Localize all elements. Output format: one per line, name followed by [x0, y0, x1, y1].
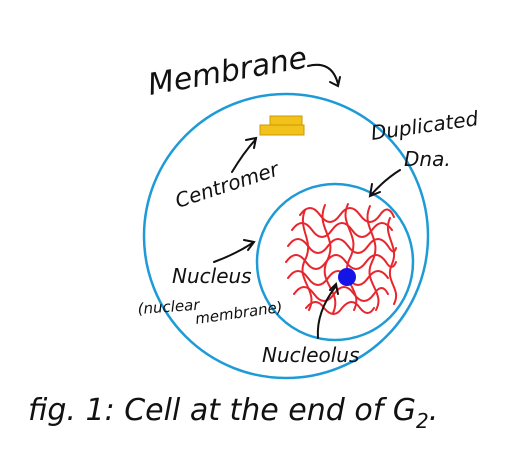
duplicated-dna-label-line2: Dna. [404, 147, 451, 171]
nucleolus [338, 268, 356, 286]
duplicated-dna [285, 203, 397, 315]
nuclear-membrane [255, 182, 415, 342]
nucleolus-arrow-icon [316, 281, 339, 339]
duplicated-dna-label-line1: Duplicated [369, 106, 480, 145]
figure-caption-period: . [429, 393, 439, 428]
cell-membrane [142, 92, 430, 380]
nucleus-label: Nucleus [172, 264, 252, 288]
dna-arrow-icon [368, 169, 401, 198]
figure-caption-subscript: 2 [416, 409, 429, 433]
centromer-label: Centromer [172, 156, 283, 213]
figure-caption-text: fig. 1: Cell at the end of G [28, 393, 416, 428]
centromere-icon [259, 115, 305, 136]
figure-caption: fig. 1: Cell at the end of G2. [28, 393, 438, 433]
nuclear-membrane-label-line1: (nuclear [137, 296, 201, 318]
nucleus-arrow-icon [213, 239, 256, 263]
centromer-arrow-icon [231, 136, 258, 173]
nucleolus-label: Nucleolus [262, 343, 359, 367]
nuclear-membrane-label-line2: membrane) [194, 298, 284, 328]
membrane-arrow-icon [307, 63, 341, 88]
